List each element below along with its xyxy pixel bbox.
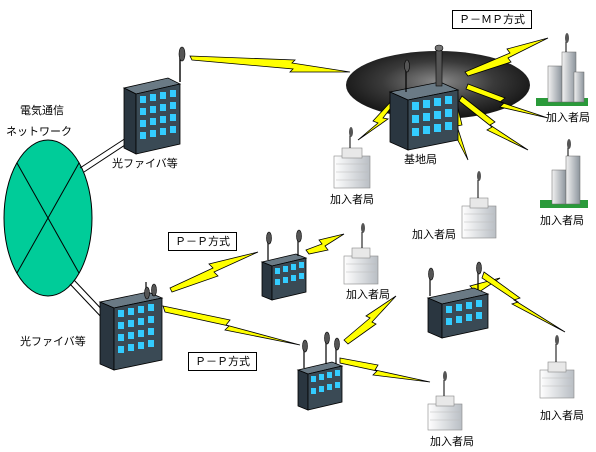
subscriber-building-hub-mid: [461, 171, 497, 239]
dish-antenna-icon: [178, 46, 186, 62]
dish-antenna-icon: [404, 59, 410, 73]
network-label-line2: ネットワーク: [6, 125, 72, 138]
relay-building-bottom: [98, 282, 164, 371]
dish-antenna-icon: [555, 335, 559, 345]
base-station-label: 基地局: [404, 153, 437, 166]
dish-antenna-icon: [476, 261, 482, 275]
fiber-label-top: 光ファイバ等: [112, 157, 178, 170]
subscriber-building-pp-middle: [343, 223, 379, 285]
relay-building-top: [122, 46, 186, 155]
scheme-label-pp-top: Ｐ－Ｐ方式: [168, 232, 237, 251]
dish-antenna-icon: [324, 331, 330, 345]
pp-building-right: [426, 261, 490, 339]
link-pp-upper-right: [305, 233, 345, 255]
dish-antenna-icon: [361, 223, 365, 233]
subscriber-label-3: 加入者局: [412, 228, 456, 241]
subscriber-label-1: 加入者局: [546, 111, 590, 124]
link-relay-to-bottom-sub: [339, 357, 431, 383]
link-pp-upper-left: [169, 251, 259, 293]
subscriber-label-7: 加入者局: [430, 435, 474, 448]
link-relay-to-right-bld: [343, 295, 397, 345]
dish-antenna-icon: [144, 286, 150, 300]
network-label-line1: 電気通信: [20, 104, 64, 117]
telecom-network: [3, 139, 93, 297]
dish-antenna-icon: [151, 283, 157, 297]
fiber-cable-top: [79, 137, 129, 173]
base-station-building: [388, 44, 460, 151]
dish-antenna-icon: [565, 33, 569, 43]
pp-building-middle: [260, 229, 308, 301]
dish-antenna-icon: [477, 171, 481, 181]
scheme-label-pmp: Ｐ－ＭＰ方式: [452, 10, 532, 29]
scheme-label-pp-bottom: Ｐ－Ｐ方式: [188, 352, 257, 371]
fiber-label-bottom: 光ファイバ等: [20, 335, 86, 348]
subscriber-label-6: 加入者局: [540, 409, 584, 422]
subscriber-tower-mid-right: [540, 139, 588, 208]
dish-antenna-icon: [443, 371, 447, 381]
subscriber-label-2: 加入者局: [330, 193, 374, 206]
link-hub-right-lower: [458, 95, 529, 151]
subscriber-label-5: 加入者局: [346, 288, 390, 301]
link-hub-top-right: [464, 37, 549, 77]
link-hub-right-upper: [465, 83, 549, 119]
subscriber-building-hub-left: [333, 127, 371, 189]
dish-antenna-icon: [428, 267, 434, 281]
subscriber-label-4: 加入者局: [540, 214, 584, 227]
link-right-bld-to-sub-lower: [481, 271, 566, 333]
dish-antenna-icon: [296, 229, 302, 243]
link-top-building-to-hub: [189, 55, 351, 73]
link-pp-lower-main: [162, 305, 301, 346]
pp-building-bottom: [296, 331, 344, 411]
dish-antenna-icon: [567, 139, 571, 149]
subscriber-building-right-bottom: [539, 335, 575, 399]
dish-antenna-icon: [334, 337, 340, 351]
subscriber-building-bottom: [427, 371, 463, 431]
dish-antenna-icon: [302, 339, 308, 353]
subscriber-tower-top-right: [536, 33, 588, 106]
dish-antenna-icon: [266, 231, 272, 245]
dish-antenna-icon: [349, 127, 353, 137]
